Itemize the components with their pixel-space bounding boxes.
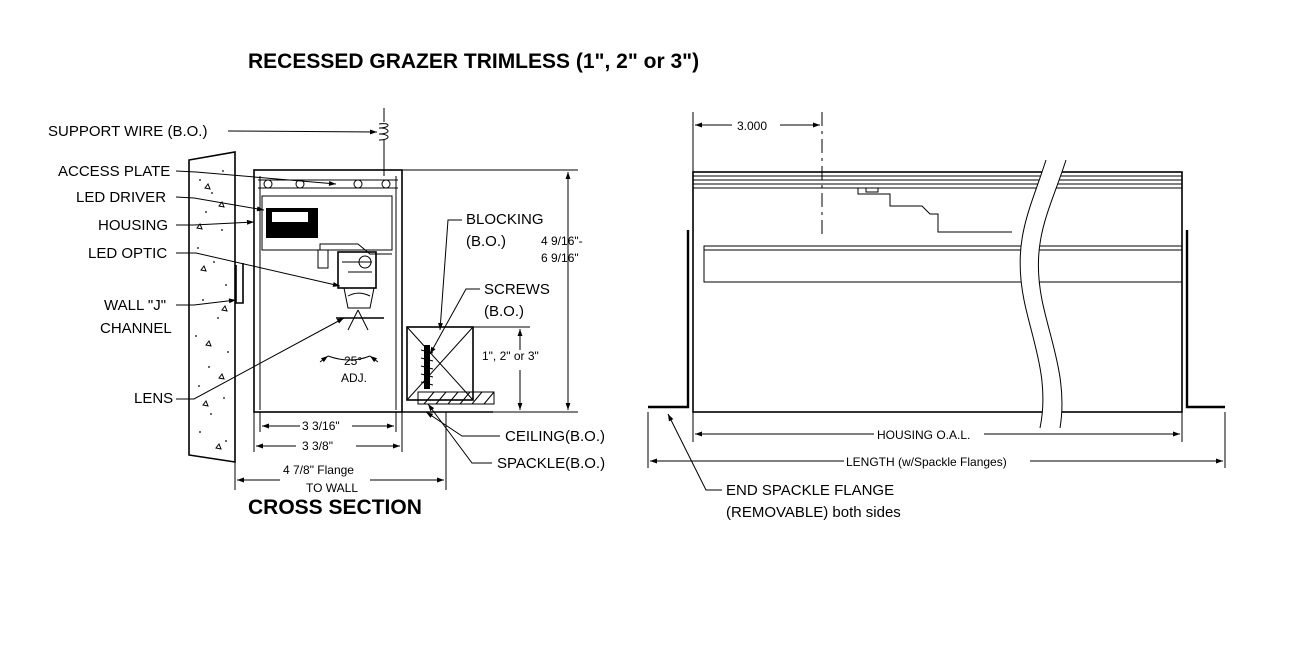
- dimension-height: [402, 169, 578, 413]
- label-screws: SCREWS: [484, 281, 550, 298]
- dimension-recess-value: 1", 2" or 3": [482, 349, 539, 363]
- dimension-height-value-2: 6 9/16": [541, 251, 579, 265]
- label-support-wire: SUPPORT WIRE (B.O.): [48, 123, 207, 140]
- label-lens: LENS: [134, 390, 173, 407]
- beam-angle: [327, 309, 371, 361]
- dimension-top: [692, 112, 820, 172]
- dimension-height-value: 4 9/16"-: [541, 234, 583, 248]
- dimension-length-value: LENGTH (w/Spackle Flanges): [846, 455, 1007, 469]
- ceiling: [401, 391, 495, 413]
- dimension-length: [647, 412, 1226, 468]
- label-access-plate: ACCESS PLATE: [58, 163, 170, 180]
- label-end-spackle-flange-2: (REMOVABLE) both sides: [726, 504, 901, 521]
- led-driver: [266, 208, 318, 238]
- cross-section-view: SUPPORT WIRE (B.O.) ACCESS PLATE LED DRI…: [48, 108, 605, 519]
- dimension-top-value: 3.000: [737, 119, 767, 133]
- side-view: 3.000 HOUSING O.A.L. LENGTH (w/Spackle F…: [647, 112, 1226, 521]
- end-spackle-flanges: [648, 230, 1225, 409]
- label-spackle: SPACKLE(B.O.): [497, 455, 605, 472]
- label-blocking: BLOCKING: [466, 211, 544, 228]
- dimension-flange: 4 7/8" Flange: [283, 463, 354, 477]
- label-housing: HOUSING: [98, 217, 168, 234]
- lens-channel: [703, 245, 1183, 283]
- label-wall-j-channel-2: CHANNEL: [100, 320, 172, 337]
- led-optic: [317, 249, 377, 309]
- dimension-flange-2: TO WALL: [306, 481, 358, 495]
- cross-section-title: CROSS SECTION: [248, 496, 422, 519]
- blocking: [406, 326, 474, 401]
- page-title: RECESSED GRAZER TRIMLESS (1", 2" or 3"): [248, 50, 699, 73]
- dimension-width-inner: 3 3/16": [302, 419, 340, 433]
- housing-profile: [253, 169, 403, 413]
- label-led-optic: LED OPTIC: [88, 245, 167, 262]
- wall-j-channel: [235, 263, 244, 304]
- label-blocking-2: (B.O.): [466, 233, 506, 250]
- dimension-recess: [473, 326, 530, 410]
- dimension-housing-oal: [692, 412, 1183, 442]
- label-screws-2: (B.O.): [484, 303, 524, 320]
- dimension-width-outer: 3 3/8": [302, 439, 333, 453]
- dimension-angle-adj: ADJ.: [341, 371, 367, 385]
- label-end-spackle-flange: END SPACKLE FLANGE: [726, 482, 894, 499]
- screws: [420, 345, 434, 389]
- support-wire: [378, 108, 389, 176]
- label-led-driver: LED DRIVER: [76, 189, 166, 206]
- dimension-angle: 25°: [344, 354, 362, 368]
- label-wall-j-channel: WALL "J": [104, 297, 166, 314]
- dimension-housing-oal-value: HOUSING O.A.L.: [877, 428, 970, 442]
- label-ceiling: CEILING(B.O.): [505, 428, 605, 445]
- dimension-widths: [234, 412, 447, 490]
- housing-body: [692, 171, 1183, 413]
